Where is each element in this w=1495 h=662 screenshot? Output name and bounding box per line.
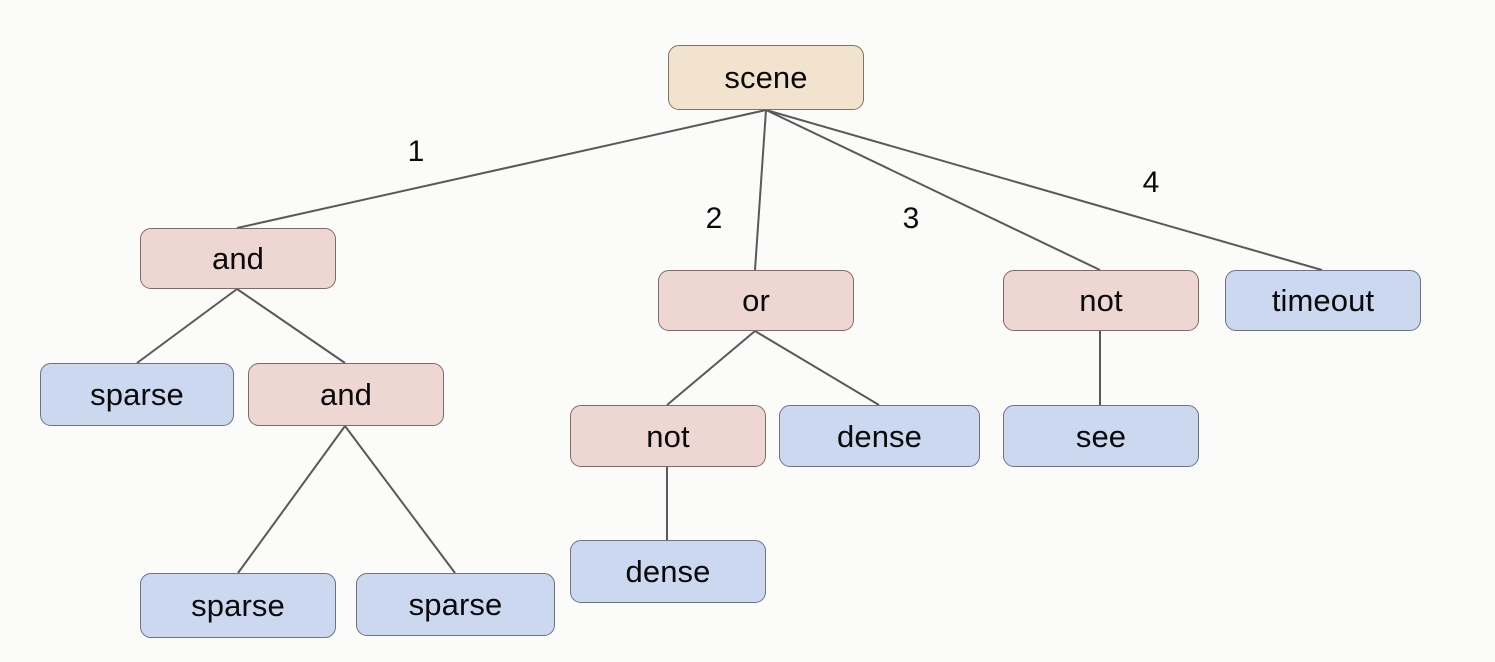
tree-edge-and2-sparse2 — [237, 425, 346, 574]
edge-label-1: 1 — [407, 135, 425, 168]
tree-node-label: scene — [724, 60, 808, 95]
tree-node-dense2[interactable]: dense — [570, 540, 766, 603]
tree-edge-or1-not1 — [666, 330, 756, 406]
tree-node-label: see — [1075, 418, 1127, 454]
tree-node-not2[interactable]: not — [1003, 270, 1199, 331]
tree-node-label: or — [742, 283, 770, 318]
tree-node-dense1[interactable]: dense — [779, 405, 980, 467]
tree-edge-and1-sparse1 — [136, 288, 238, 364]
tree-edge-and1-and2 — [236, 288, 346, 364]
tree-edge-or1-dense1 — [754, 330, 880, 406]
tree-node-label: not — [646, 418, 690, 454]
tree-edge-scene-not2 — [765, 109, 1101, 271]
tree-node-or1[interactable]: or — [658, 270, 854, 331]
tree-node-label: sparse — [408, 587, 503, 622]
tree-node-label: dense — [837, 418, 922, 454]
tree-node-label: not — [1079, 283, 1123, 318]
tree-node-label: sparse — [90, 377, 184, 412]
tree-node-label: timeout — [1271, 283, 1375, 318]
tree-node-label: and — [319, 377, 373, 412]
tree-node-sparse1[interactable]: sparse — [40, 363, 234, 426]
tree-node-scene[interactable]: scene — [668, 45, 864, 110]
tree-node-sparse2[interactable]: sparse — [140, 573, 336, 638]
tree-edge-scene-and1 — [236, 109, 767, 229]
edge-label-3: 3 — [902, 202, 920, 235]
tree-node-not1[interactable]: not — [570, 405, 766, 467]
tree-node-and2[interactable]: and — [248, 363, 444, 426]
tree-node-sparse3[interactable]: sparse — [356, 573, 555, 636]
tree-node-label: dense — [625, 554, 711, 589]
tree-node-timeout[interactable]: timeout — [1225, 270, 1421, 331]
tree-node-label: and — [211, 241, 265, 276]
tree-node-see1[interactable]: see — [1003, 405, 1199, 467]
tree-edge-and2-sparse3 — [344, 425, 456, 574]
tree-edge-scene-timeout — [765, 109, 1323, 271]
tree-edge-scene-or1 — [754, 109, 767, 271]
tree-node-label: sparse — [191, 588, 285, 623]
edge-label-2: 2 — [705, 202, 723, 235]
tree-node-and1[interactable]: and — [140, 228, 336, 289]
edge-label-4: 4 — [1142, 166, 1160, 199]
